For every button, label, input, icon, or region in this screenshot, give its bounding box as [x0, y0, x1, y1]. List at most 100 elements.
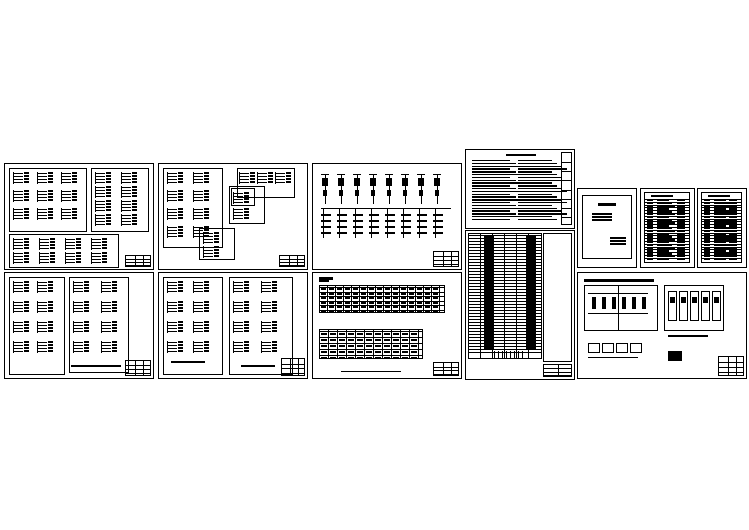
label-block [72, 214, 77, 216]
title-block [433, 362, 459, 376]
table-row-line [468, 337, 542, 338]
branch-line [167, 348, 177, 349]
table-row-line [644, 213, 690, 214]
table-row-line [644, 235, 690, 237]
cell-text [704, 258, 710, 261]
label-block [132, 203, 137, 205]
branch-line [101, 342, 111, 343]
label-block [178, 287, 183, 289]
feeder-line [339, 208, 340, 238]
branch-line [65, 262, 75, 263]
label-block [72, 211, 77, 213]
cell-text [647, 211, 653, 213]
branch-line [37, 311, 47, 312]
branch-line [233, 322, 243, 323]
table-row-line [468, 238, 542, 239]
cell-text [484, 254, 494, 256]
text-line [472, 204, 516, 207]
label-block [272, 287, 277, 289]
cell-text [647, 233, 653, 235]
text-line [472, 176, 510, 179]
title-block [279, 255, 305, 267]
label-block [106, 206, 111, 208]
cell-text [366, 357, 372, 359]
cell-text [330, 333, 336, 335]
cell-text [526, 251, 536, 253]
feeder-line [502, 351, 503, 359]
bus-line [167, 208, 168, 220]
label-block [48, 217, 53, 219]
label-block [178, 181, 183, 183]
cell-text [369, 306, 374, 308]
drawing-sheet-5 [4, 272, 154, 379]
cell-text [377, 288, 382, 290]
cell-text [647, 216, 653, 219]
branch-line [95, 224, 105, 225]
text-line [518, 196, 557, 198]
diagram-frame [199, 228, 235, 260]
bus-line [167, 281, 168, 293]
branch-line [193, 311, 203, 312]
bus-line [193, 226, 194, 238]
section-detail [602, 343, 614, 353]
branch-line [37, 209, 47, 210]
cell-text [321, 339, 327, 341]
bus-line [121, 186, 122, 198]
label-block [48, 347, 53, 349]
cell-text [377, 292, 382, 295]
branch-line [13, 209, 23, 210]
branch-line [275, 179, 285, 180]
cell-text [377, 301, 382, 304]
bus-line [13, 321, 14, 333]
cell-text [337, 301, 342, 304]
feeder-line [387, 208, 388, 238]
table-column-line [399, 285, 400, 313]
branch-line [275, 173, 285, 174]
table-row-line [468, 253, 542, 254]
cell-text [714, 236, 729, 238]
cell-text [657, 202, 672, 205]
branch-line [203, 242, 213, 243]
cell-text [729, 202, 737, 205]
branch-line [167, 194, 177, 195]
cell-text [729, 222, 737, 224]
branch-line [95, 196, 105, 197]
cell-text [337, 306, 342, 308]
branch-line [13, 342, 23, 343]
drawing-sheet-12 [577, 272, 747, 379]
bus-line [61, 208, 62, 220]
label-block [48, 341, 53, 343]
label-block [132, 217, 137, 219]
cell-text [484, 311, 494, 313]
wire-block [337, 226, 347, 228]
bus-line [167, 321, 168, 333]
bus-line [95, 214, 96, 226]
table-column-line [439, 285, 440, 313]
cell-text [484, 341, 494, 343]
branch-line [101, 345, 111, 346]
cell-text [321, 288, 326, 290]
label-block [24, 178, 29, 180]
cell-text [526, 335, 536, 337]
cell-text [357, 333, 363, 335]
table-row-line [644, 218, 690, 220]
branch-line [167, 236, 177, 237]
title-block-row [126, 262, 150, 263]
cell-text [321, 357, 327, 359]
diagram-frame [163, 168, 223, 248]
label-block [84, 310, 89, 312]
branch-line [193, 200, 203, 201]
branch-line [167, 285, 177, 286]
branch-line [13, 242, 23, 243]
label-block [178, 310, 183, 312]
bus-line [13, 238, 14, 250]
text-line [472, 207, 522, 209]
cell-text [526, 311, 536, 313]
title-block-row [562, 216, 571, 218]
cell-text [657, 256, 675, 258]
cell-text [714, 208, 726, 210]
label-block [84, 321, 89, 323]
cell-text [345, 310, 350, 313]
bus-line [39, 238, 40, 250]
branch-line [91, 245, 101, 246]
